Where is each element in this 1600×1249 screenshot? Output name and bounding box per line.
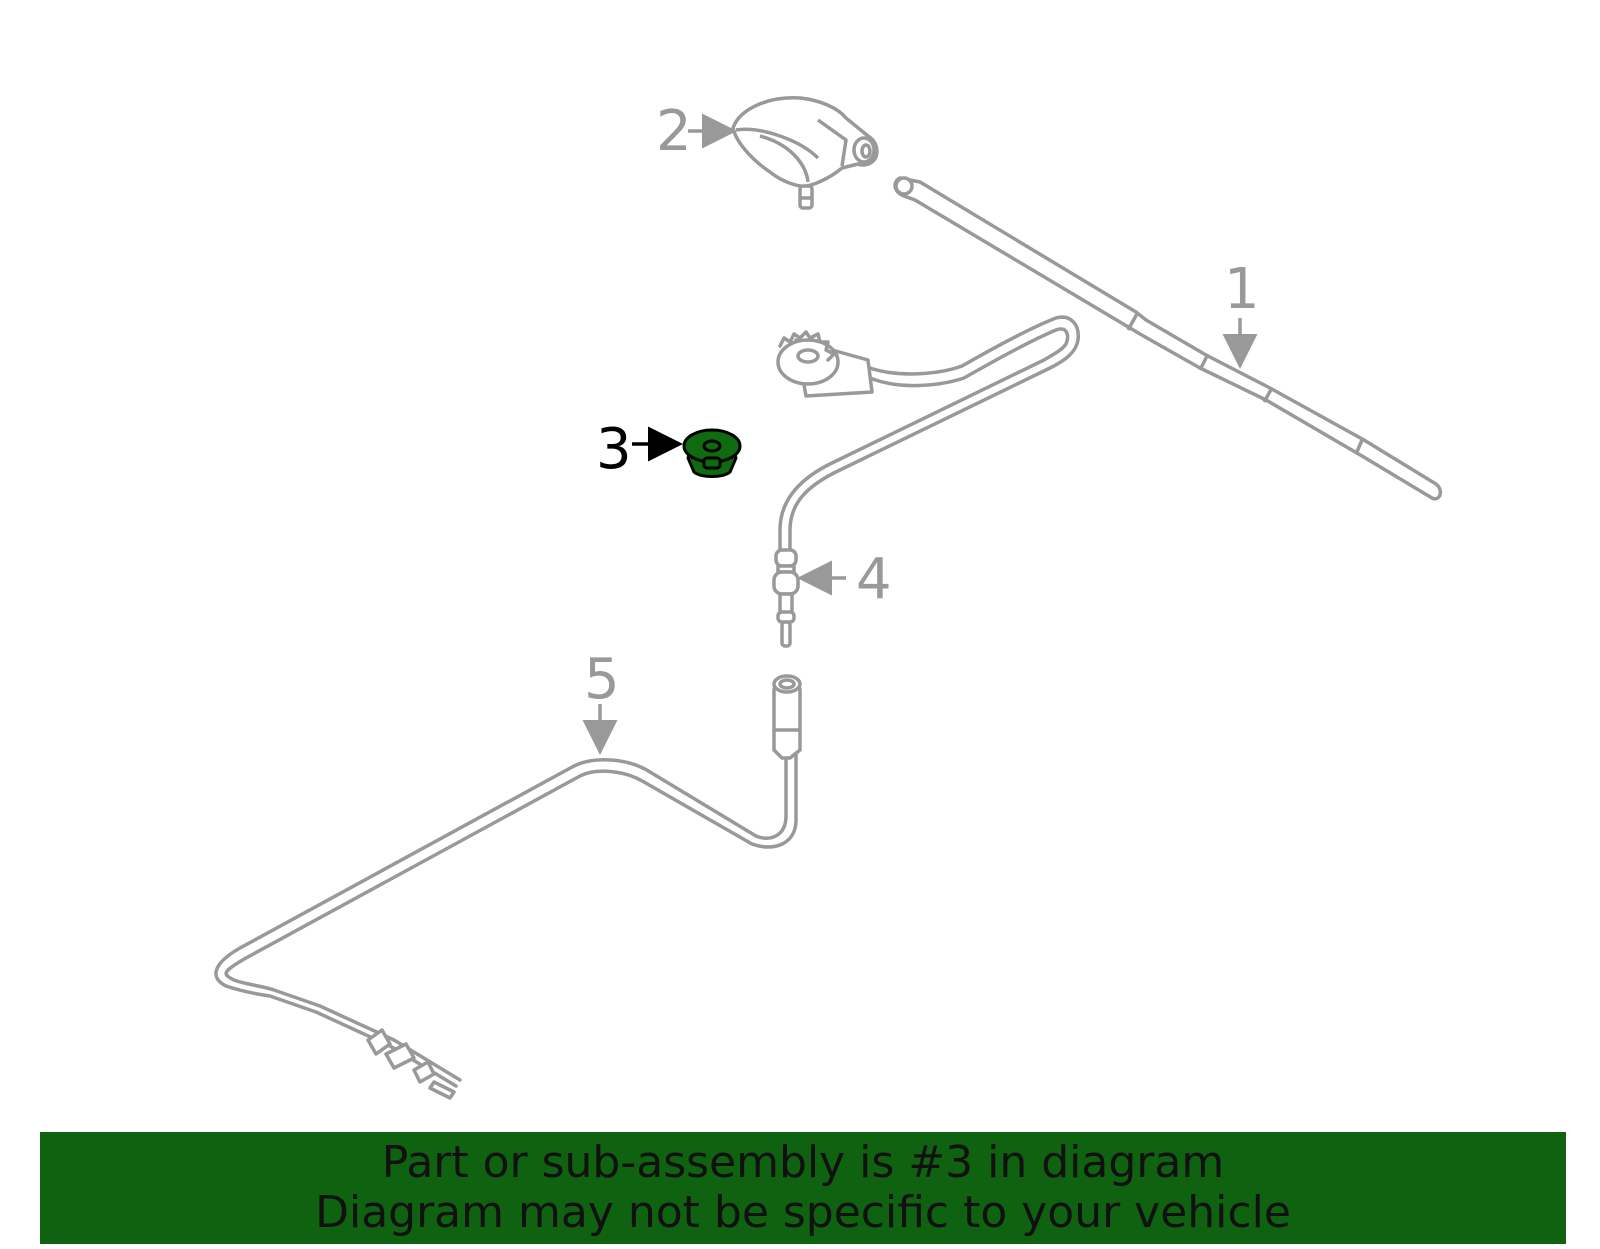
antenna-base-icon (731, 96, 879, 210)
callout-5: 5 (584, 647, 620, 712)
callout-3: 3 (596, 417, 632, 482)
antenna-cable-icon (772, 315, 1080, 648)
info-banner-background (40, 1132, 1566, 1244)
grommet-icon (682, 428, 742, 478)
callout-2: 2 (656, 99, 692, 164)
callout-4: 4 (856, 547, 892, 612)
banner-line-1: Part or sub-assembly is #3 in diagram (381, 1137, 1225, 1188)
info-banner: Part or sub-assembly is #3 in diagram Di… (40, 1132, 1566, 1244)
extension-cable-icon (214, 674, 802, 1100)
antenna-mast-icon (893, 176, 1443, 501)
banner-line-2: Diagram may not be specific to your vehi… (315, 1187, 1291, 1238)
callout-1: 1 (1224, 257, 1260, 322)
